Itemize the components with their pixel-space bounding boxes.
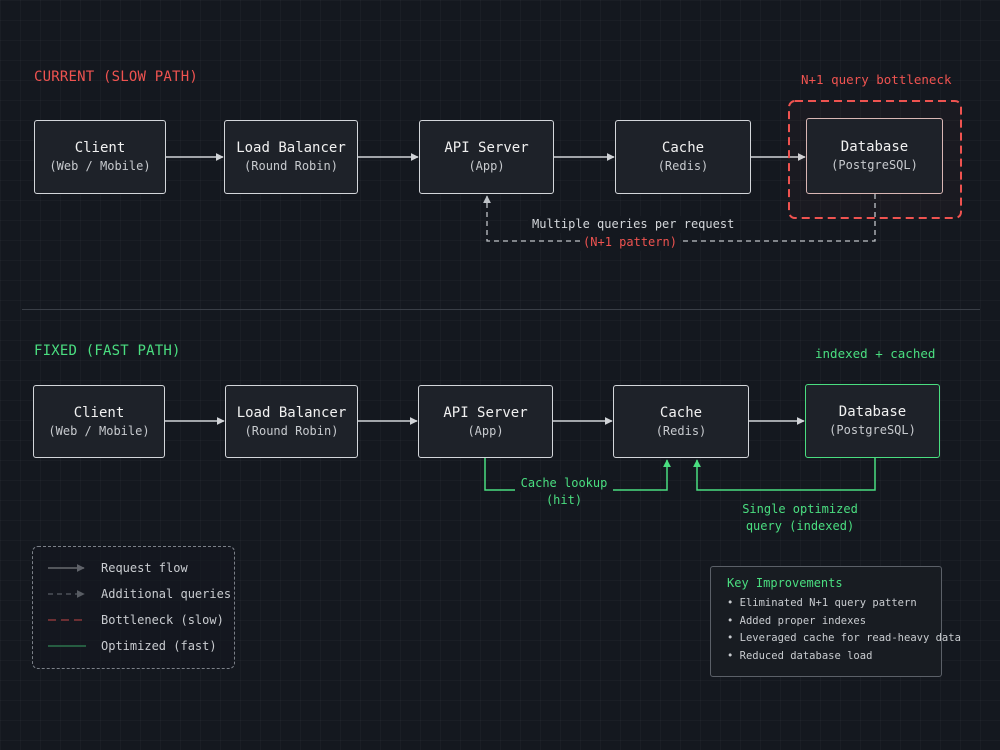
node-title: Cache: [661, 140, 705, 156]
key-improvements-list: • Eliminated N+1 query pattern • Added p…: [727, 595, 961, 665]
bottleneck-label: N+1 query bottleneck: [801, 72, 952, 87]
current-node-client[interactable]: Client (Web / Mobile): [34, 120, 166, 194]
fixed-node-api-server[interactable]: API Server (App): [418, 385, 553, 458]
node-title: API Server: [444, 140, 529, 156]
key-improvements-panel: Key Improvements • Eliminated N+1 query …: [710, 566, 961, 677]
db-optimized-label: indexed + cached: [815, 346, 936, 361]
node-title: API Server: [443, 404, 528, 421]
optimized-query-label: Single optimized: [742, 502, 858, 516]
legend-label-additional-queries: Additional queries: [101, 587, 232, 601]
node-subtitle: (Web / Mobile): [48, 423, 150, 438]
node-title: Load Balancer: [236, 404, 347, 421]
node-subtitle: (Round Robin): [244, 423, 339, 438]
return-path-label: Multiple queries per request: [528, 216, 734, 233]
bottleneck-highlight: [788, 100, 962, 219]
current-node-database[interactable]: Database (PostgreSQL): [806, 118, 943, 194]
legend: [32, 546, 235, 669]
fixed-section-title: FIXED (FAST PATH): [34, 343, 181, 359]
fixed-node-load-balancer[interactable]: Load Balancer (Round Robin): [225, 385, 358, 458]
node-subtitle: (Round Robin): [244, 159, 338, 173]
list-item: • Leveraged cache for read-heavy data: [727, 632, 961, 644]
cache-lookup-label: Cache lookup: [515, 475, 613, 492]
node-title: Load Balancer: [236, 140, 346, 156]
node-subtitle: (Redis): [657, 159, 709, 173]
optimized-query-path: [693, 458, 876, 491]
node-subtitle: (App): [467, 423, 504, 438]
current-section-title: CURRENT (SLOW PATH): [34, 69, 198, 85]
list-item: • Reduced database load: [727, 649, 873, 662]
node-title: Cache: [659, 404, 703, 421]
key-improvements-title: Key Improvements: [727, 576, 843, 590]
node-subtitle: (PostgreSQL): [831, 158, 918, 172]
optimized-query-sublabel: query (indexed): [745, 519, 855, 533]
list-item: • Added proper indexes: [727, 614, 867, 627]
node-subtitle: (Redis): [655, 423, 707, 438]
node-subtitle: (Web / Mobile): [49, 159, 151, 173]
node-subtitle: (PostgreSQL): [829, 423, 916, 437]
node-title: Client: [73, 404, 125, 421]
current-node-cache[interactable]: Cache (Redis): [615, 120, 751, 194]
node-title: Database: [840, 139, 909, 155]
cache-lookup-sublabel: (hit): [545, 493, 583, 507]
list-item: • Eliminated N+1 query pattern: [727, 597, 917, 609]
legend-label-request-flow: Request flow: [101, 561, 188, 575]
fixed-node-cache[interactable]: Cache (Redis): [613, 385, 749, 458]
node-title: Database: [838, 404, 907, 420]
node-subtitle: (App): [468, 159, 505, 173]
return-path-sublabel: (N+1 pattern): [580, 234, 680, 251]
fixed-node-database[interactable]: Database (PostgreSQL): [805, 384, 940, 458]
current-node-load-balancer[interactable]: Load Balancer (Round Robin): [224, 120, 358, 194]
node-title: Client: [74, 140, 126, 156]
fixed-node-client[interactable]: Client (Web / Mobile): [33, 385, 165, 458]
current-node-api-server[interactable]: API Server (App): [419, 120, 554, 194]
legend-label-bottleneck: Bottleneck (slow): [101, 613, 224, 627]
legend-label-optimized: Optimized (fast): [101, 639, 217, 653]
